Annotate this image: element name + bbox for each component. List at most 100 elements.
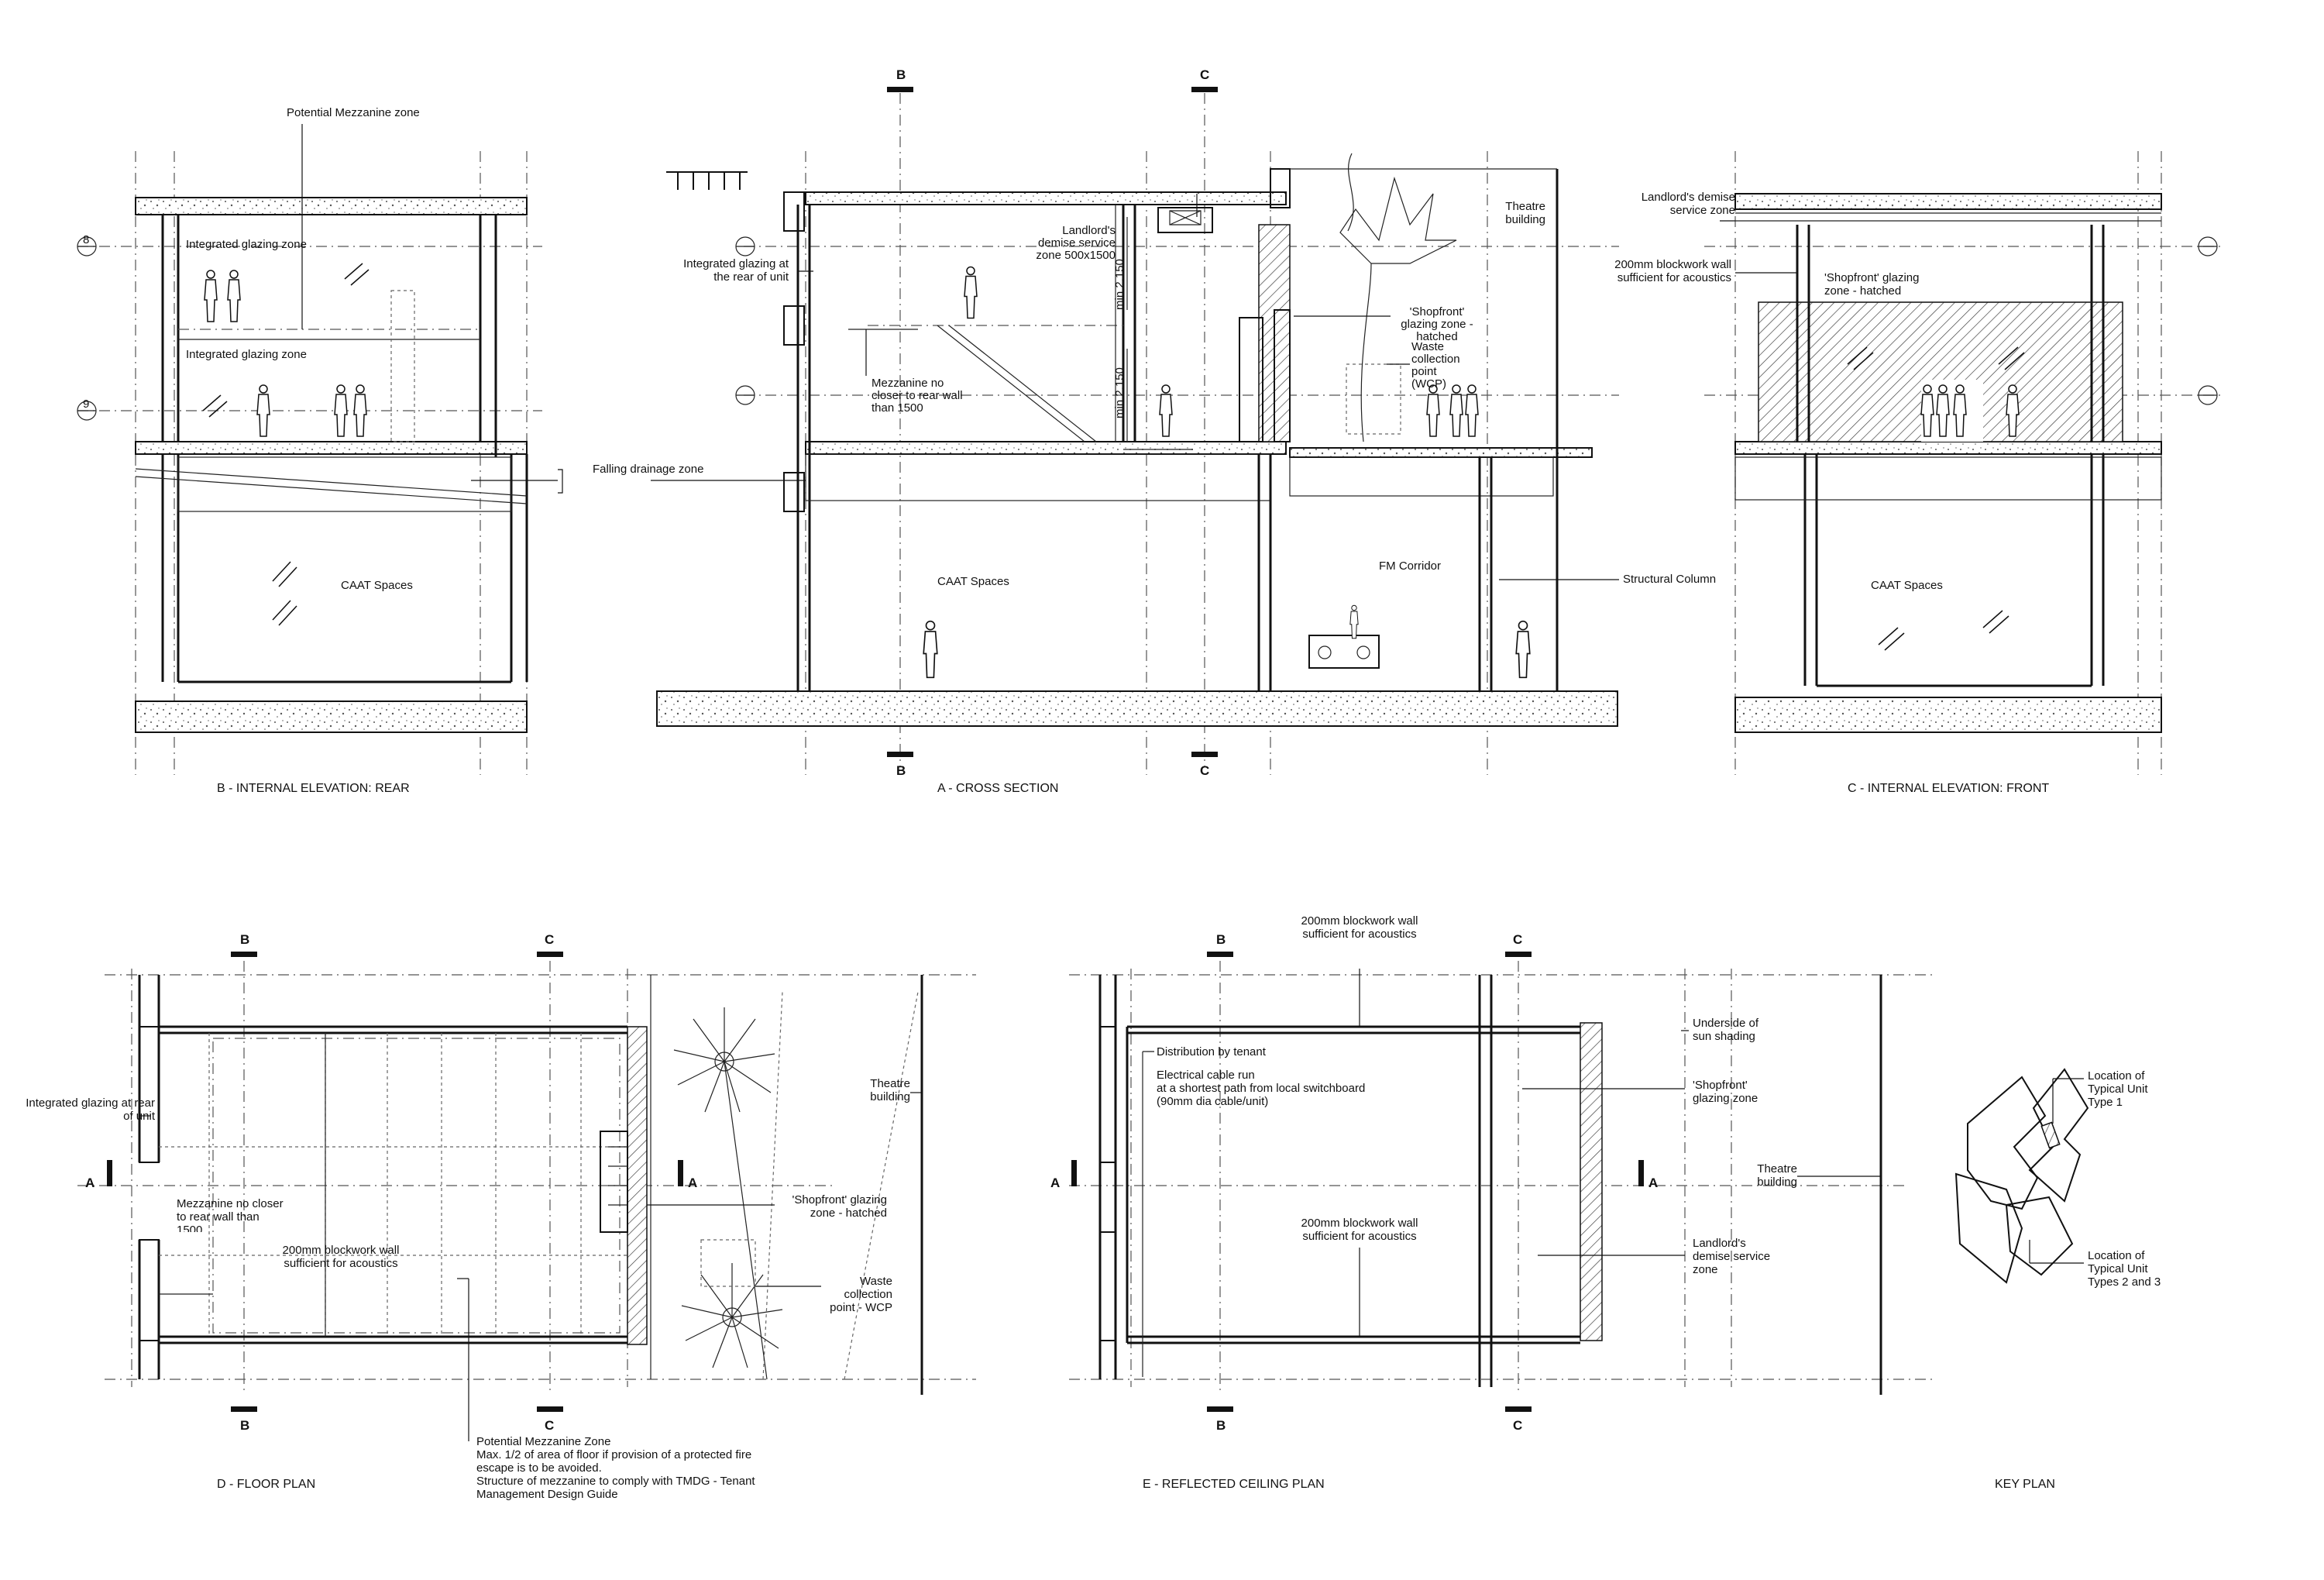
distribution-label: Distribution by tenant [1157,1045,1267,1058]
waste-label: Waste collection point (WCP) [1411,341,1460,391]
svg-text:C: C [1200,763,1209,778]
level-mark-8 [2198,236,2218,256]
svg-text:A: A [1648,1176,1658,1190]
svg-text:Electrical cable run: Electrical cable run [1157,1069,1255,1082]
section-mark-b-top: B [1207,932,1233,957]
integrated-glazing-label: Integrated glazing at the rear of unit [683,257,789,284]
svg-text:B: B [1216,932,1226,947]
section-mark-c-top: C [537,932,563,957]
drawing-key-plan: Location of Typical Unit Type 1 Location… [1954,1068,2161,1491]
section-mark-c-top: C [1191,67,1218,92]
section-mark-b-bottom: B [1207,1406,1233,1433]
drawing-title: E - REFLECTED CEILING PLAN [1143,1478,1325,1491]
drawing-title: C - INTERNAL ELEVATION: FRONT [1848,782,2049,795]
waste-label: Waste collection point - WCP [830,1275,892,1314]
section-mark-c-top: C [1505,932,1532,957]
shopfront-label: 'Shopfront' glazing zone [1693,1079,1758,1105]
structural-column-label: Structural Column [1623,573,1716,586]
shopfront-label: 'Shopfront' glazing zone - hatched [1401,306,1473,343]
drawing-title: KEY PLAN [1995,1478,2055,1491]
section-mark-b-top: B [231,932,257,957]
landlord-service-label: Landlord's demise service zone [1693,1237,1771,1276]
level-mark-9 [2198,385,2218,405]
caat-label: CAAT Spaces [937,575,1009,588]
min-dim-lower: min 2.150 [1113,367,1126,418]
drawing-d-floor-plan: B C B C A A Integrated glazing at rear o… [26,932,976,1501]
svg-text:B: B [1216,1418,1226,1433]
section-mark-b-bottom: B [231,1406,257,1433]
caat-label: CAAT Spaces [341,579,413,592]
cable-run-note: Electrical cable run at a shortest path … [1157,1069,1365,1108]
level-mark-8: 8 [77,233,97,256]
drawing-title: B - INTERNAL ELEVATION: REAR [217,782,410,795]
drainage-label: Falling drainage zone [593,463,703,476]
sun-shading-label: Underside of sun shading [1693,1017,1759,1043]
blockwork-mid-label: 200mm blockwork wall sufficient for acou… [1301,1217,1418,1243]
mezzanine-rear-label: Mezzanine no closer to rear wall than 15… [871,377,963,415]
section-mark-b-bottom: B [887,752,913,778]
fm-cart-graphic [1308,604,1380,669]
level-mark-8 [735,236,755,256]
level-mark-9 [735,385,755,405]
shopfront-label: 'Shopfront' glazing zone - hatched [1824,271,1920,298]
shopfront-label: 'Shopfront' glazing zone - hatched [792,1193,887,1220]
drawing-title: D - FLOOR PLAN [217,1478,315,1491]
svg-text:B: B [240,932,249,947]
drawing-a-cross-section: B C B C [651,67,1716,795]
section-mark-a-right: A [1638,1160,1658,1190]
palm-tree-plan-top [673,1007,775,1113]
svg-text:A: A [85,1176,95,1190]
svg-text:B: B [240,1418,249,1433]
section-mark-b-top: B [887,67,913,92]
svg-text:C: C [1513,1418,1522,1433]
svg-text:9: 9 [83,398,89,411]
svg-text:B: B [896,763,906,778]
drawing-e-reflected-ceiling-plan: B C B C A A 200mm blockwork wall suffici… [1050,914,1937,1491]
blockwork-label: 200mm blockwork wall sufficient for acou… [282,1244,400,1270]
section-mark-c-bottom: C [1191,752,1218,778]
svg-text:A: A [688,1176,697,1190]
glazing-upper-label: Integrated glazing zone [186,238,307,251]
svg-text:Structure of mezzanine to comp: Structure of mezzanine to comply with TM… [476,1475,755,1488]
fm-corridor-label: FM Corridor [1379,559,1441,573]
svg-text:(90mm dia cable/unit): (90mm dia cable/unit) [1157,1095,1268,1108]
key-plan-building-outline [1954,1068,2089,1284]
svg-text:A: A [1050,1176,1060,1190]
svg-text:Management Design Guide: Management Design Guide [476,1488,618,1501]
svg-text:8: 8 [83,233,89,246]
drawing-title: A - CROSS SECTION [937,782,1058,795]
drawing-c-internal-elevation-front: Landlord's demise service zone 200mm blo… [1614,151,2223,795]
landlord-service-label: Landlord's demise service zone [1641,191,1735,217]
type1-label: Location of Typical Unit Type 1 [2088,1069,2148,1109]
theatre-label: Theatre building [1505,200,1545,226]
palm-tree-graphic [1339,176,1457,442]
section-mark-c-bottom: C [537,1406,563,1433]
svg-text:C: C [1513,932,1522,947]
caat-label: CAAT Spaces [1871,579,1943,592]
landlord-service-label: Landlord's demise service zone 500x1500 [1036,225,1116,262]
level-mark-9: 9 [77,398,97,421]
svg-text:C: C [1200,67,1209,82]
mezzanine-rear-label: Mezzanine no closer to rear wall than 15… [177,1197,284,1232]
svg-text:escape is to be avoided.: escape is to be avoided. [476,1461,602,1475]
svg-text:C: C [545,1418,554,1433]
theatre-label: Theatre building [1757,1162,1797,1189]
section-mark-a-right: A [678,1160,697,1190]
mezzanine-zone-label: Potential Mezzanine zone [287,106,420,119]
blockwork-label: 200mm blockwork wall sufficient for acou… [1614,258,1731,284]
section-mark-c-bottom: C [1505,1406,1532,1433]
svg-text:at a shortest path from local: at a shortest path from local switchboar… [1157,1082,1365,1095]
svg-text:B: B [896,67,906,82]
svg-text:Max. 1/2 of area of floor if: Max. 1/2 of area of floor if provision o… [476,1448,751,1461]
theatre-label: Theatre building [870,1077,910,1103]
svg-text:Potential Mezzanine Zone: Potential Mezzanine Zone [476,1435,610,1448]
drawing-b-internal-elevation-rear: Potential Mezzanine zone Integrated glaz… [77,106,703,795]
glazing-lower-label: Integrated glazing zone [186,348,307,361]
section-mark-a-left: A [1050,1160,1077,1190]
mezzanine-zone-note: Potential Mezzanine Zone Max. 1/2 of are… [476,1435,755,1501]
svg-text:C: C [545,932,554,947]
min-dim-upper: min 2.150 [1113,259,1126,310]
integrated-glazing-label: Integrated glazing at rear of unit [26,1096,155,1123]
section-mark-a-left: A [85,1160,112,1190]
